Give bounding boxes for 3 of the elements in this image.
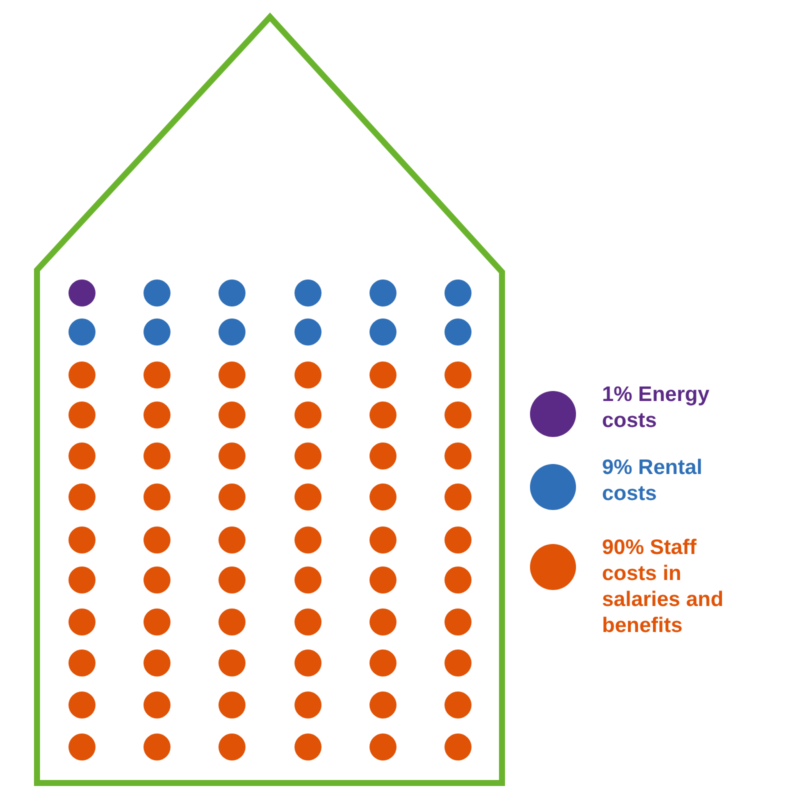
legend-label: 90% Staff costs in salaries and benefits xyxy=(602,535,724,639)
legend-label: 9% Rental costs xyxy=(602,455,704,507)
legend-label: 1% Energy costs xyxy=(602,382,710,434)
